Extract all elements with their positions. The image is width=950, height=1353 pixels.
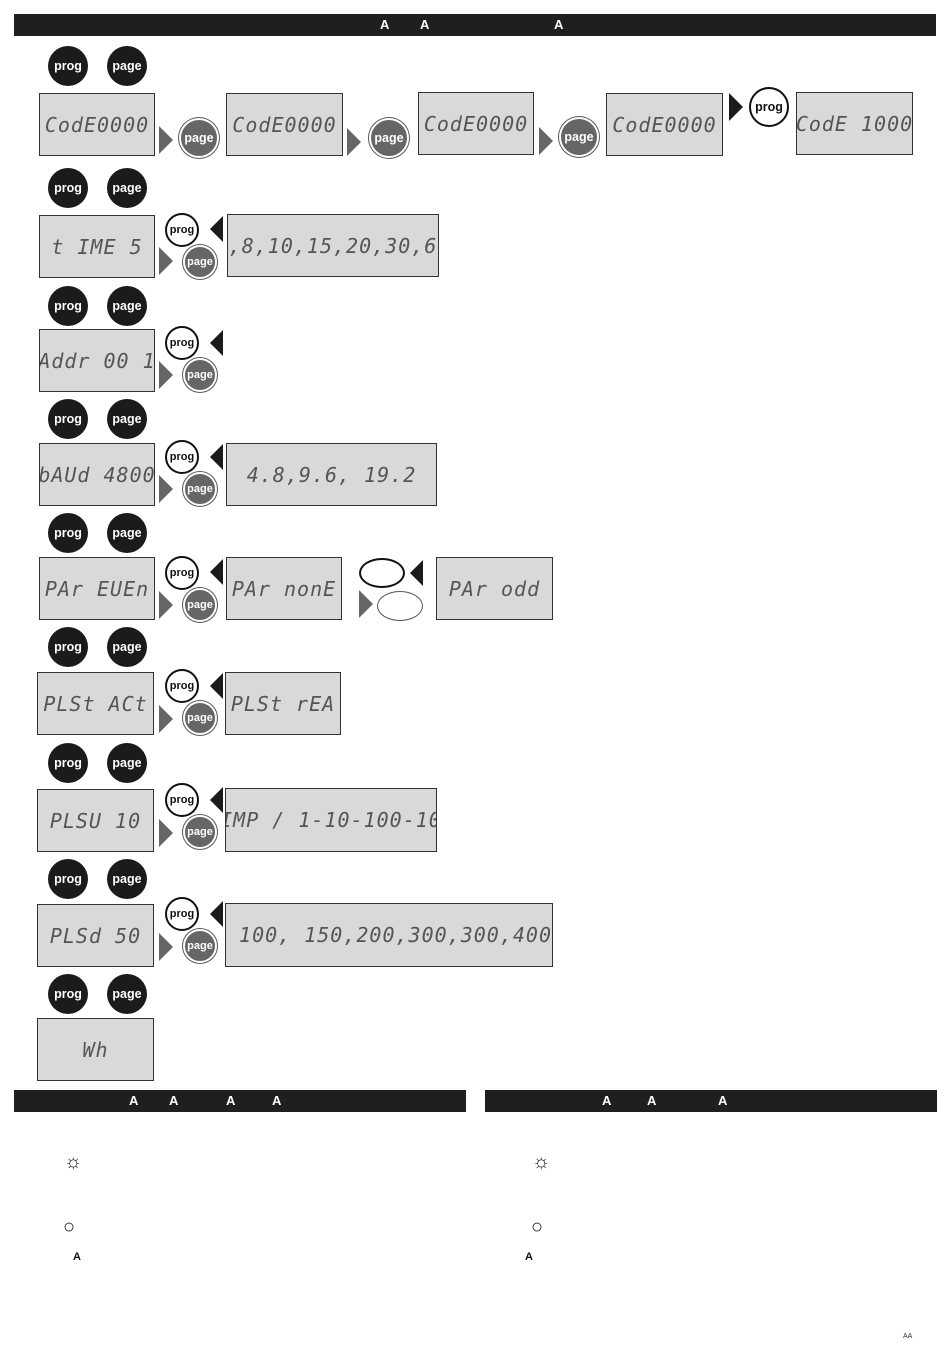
prog-button[interactable]: prog: [165, 669, 199, 703]
lcd-code-3: CodE0000: [418, 92, 534, 155]
lcd-plsu: PLSU 10: [37, 789, 154, 852]
prog-button[interactable]: prog: [165, 556, 199, 590]
lcd-baud: bAUd 4800: [39, 443, 155, 506]
arrow-right-icon: [159, 705, 173, 733]
header-letter: A: [420, 17, 430, 32]
lcd-code-2: CodE0000: [226, 93, 343, 156]
header-letter: A: [129, 1093, 139, 1108]
page-button[interactable]: page: [107, 859, 147, 899]
arrow-right-icon: [159, 933, 173, 961]
header-letter: A: [169, 1093, 179, 1108]
prog-button[interactable]: prog: [165, 897, 199, 931]
page-button[interactable]: page: [107, 399, 147, 439]
arrow-right-icon: [359, 590, 373, 618]
prog-button[interactable]: prog: [165, 440, 199, 474]
lcd-times: t IME 5: [39, 215, 155, 278]
bottom-right-header-bar: A A A: [485, 1090, 937, 1112]
footer-code: AA: [903, 1333, 913, 1340]
arrow-right-icon: [159, 247, 173, 275]
header-letter: A: [554, 17, 564, 32]
header-letter: A: [718, 1093, 728, 1108]
arrow-left-icon: [210, 901, 223, 927]
arrow-right-icon: [159, 361, 173, 389]
prog-button[interactable]: prog: [48, 168, 88, 208]
page-button[interactable]: page: [107, 46, 147, 86]
arrow-right-icon: [159, 475, 173, 503]
page-button[interactable]: page: [183, 472, 217, 506]
lcd-wh: Wh: [37, 1018, 154, 1081]
page-button[interactable]: page: [179, 118, 219, 158]
arrow-right-icon: [159, 591, 173, 619]
page-button[interactable]: page: [107, 627, 147, 667]
arrow-left-icon: [210, 559, 223, 585]
arrow-right-icon: [729, 93, 743, 121]
page-button[interactable]: page: [183, 245, 217, 279]
lcd-addr: Addr 00 1: [39, 329, 155, 392]
arrow-right-icon: [539, 127, 553, 155]
arrow-right-icon: [159, 126, 173, 154]
lcd-code-4: CodE0000: [606, 93, 723, 156]
blank-button-upper[interactable]: [359, 558, 405, 588]
prog-button[interactable]: prog: [48, 743, 88, 783]
arrow-right-icon: [347, 128, 361, 156]
arrow-left-icon: [210, 444, 223, 470]
top-header-bar: A A A: [14, 14, 936, 36]
lcd-parity-none: PAr nonE: [226, 557, 342, 620]
lcd-plst-option: PLSt rEA: [225, 672, 341, 735]
page-button[interactable]: page: [107, 974, 147, 1014]
page-button[interactable]: page: [183, 701, 217, 735]
arrow-left-icon: [410, 560, 423, 586]
lcd-times-options: 5,8,10,15,20,30,60: [227, 214, 439, 277]
lcd-plst: PLSt ACt: [37, 672, 154, 735]
page-button[interactable]: page: [183, 358, 217, 392]
circle-icon: ○: [63, 1216, 76, 1238]
blank-button-lower[interactable]: [377, 591, 423, 621]
label-a: A: [525, 1251, 533, 1263]
header-letter: A: [226, 1093, 236, 1108]
header-letter: A: [380, 17, 390, 32]
header-letter: A: [602, 1093, 612, 1108]
sun-icon: ☼: [532, 1151, 551, 1173]
header-letter: A: [272, 1093, 282, 1108]
lcd-parity: PAr EUEn: [39, 557, 155, 620]
prog-button[interactable]: prog: [48, 286, 88, 326]
prog-button[interactable]: prog: [48, 399, 88, 439]
prog-button[interactable]: prog: [165, 326, 199, 360]
lcd-plsu-options: 1 IMP / 1-10-100-1000: [225, 788, 437, 852]
page-button[interactable]: page: [183, 929, 217, 963]
page-button[interactable]: page: [107, 743, 147, 783]
arrow-left-icon: [210, 673, 223, 699]
arrow-left-icon: [210, 330, 223, 356]
bottom-left-header-bar: A A A A: [14, 1090, 466, 1112]
lcd-code-5: CodE 1000: [796, 92, 913, 155]
prog-button[interactable]: prog: [48, 627, 88, 667]
lcd-baud-options: 4.8,9.6, 19.2: [226, 443, 437, 506]
page-button[interactable]: page: [183, 588, 217, 622]
prog-button[interactable]: prog: [48, 974, 88, 1014]
page-button[interactable]: page: [183, 815, 217, 849]
page-button[interactable]: page: [559, 117, 599, 157]
prog-button[interactable]: prog: [48, 513, 88, 553]
page-button[interactable]: page: [107, 286, 147, 326]
page-button[interactable]: page: [369, 118, 409, 158]
circle-icon: ○: [531, 1216, 544, 1238]
lcd-parity-odd: PAr odd: [436, 557, 553, 620]
arrow-left-icon: [210, 216, 223, 242]
page-button[interactable]: page: [107, 513, 147, 553]
arrow-right-icon: [159, 819, 173, 847]
prog-button[interactable]: prog: [48, 46, 88, 86]
page-button[interactable]: page: [107, 168, 147, 208]
prog-button[interactable]: prog: [749, 87, 789, 127]
arrow-left-icon: [210, 787, 223, 813]
prog-button[interactable]: prog: [165, 783, 199, 817]
label-a: A: [73, 1251, 81, 1263]
prog-button[interactable]: prog: [48, 859, 88, 899]
lcd-plsd-options: 50, 100, 150,200,300,300,400 MS: [225, 903, 553, 967]
lcd-code-1: CodE0000: [39, 93, 155, 156]
lcd-plsd: PLSd 50: [37, 904, 154, 967]
header-letter: A: [647, 1093, 657, 1108]
sun-icon: ☼: [64, 1151, 83, 1173]
prog-button[interactable]: prog: [165, 213, 199, 247]
